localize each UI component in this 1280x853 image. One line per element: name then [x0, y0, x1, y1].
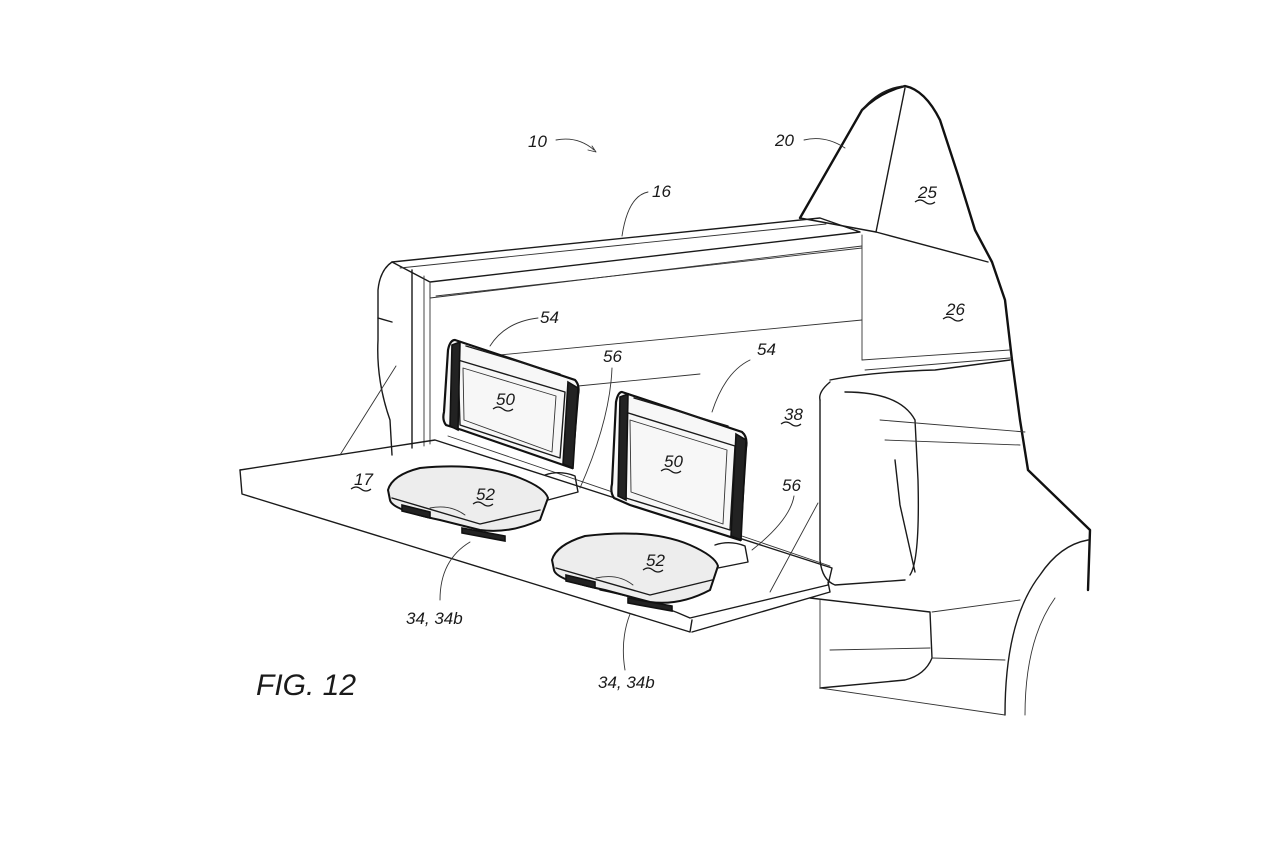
ref-34-34b-left: 34, 34b	[406, 609, 463, 628]
reference-numerals: 10 20 16 25 26 54 56 54 50 38 50 17 52 5…	[350, 131, 965, 692]
ref-10: 10	[528, 132, 547, 151]
truck-bed	[377, 217, 1011, 456]
ref-20: 20	[774, 131, 794, 150]
ref-25: 25	[917, 183, 937, 202]
ref-16: 16	[652, 182, 671, 201]
figure-label: FIG. 12	[256, 669, 356, 702]
ref-34-34b-right: 34, 34b	[598, 673, 655, 692]
ref-38: 38	[784, 405, 803, 424]
ref-50-right: 50	[664, 452, 683, 471]
ref-50-left: 50	[496, 390, 515, 409]
rear-quarter	[809, 359, 1089, 716]
ref-26: 26	[945, 300, 965, 319]
ref-56-left: 56	[603, 347, 622, 366]
ref-54-left: 54	[540, 308, 559, 327]
seat-right	[550, 390, 749, 612]
ref-17: 17	[354, 470, 373, 489]
leader-lines	[439, 138, 846, 671]
truck-cab	[798, 84, 1092, 592]
ref-52-left: 52	[476, 485, 495, 504]
ref-56-right: 56	[782, 476, 801, 495]
seat-left	[386, 338, 580, 542]
ref-52-right: 52	[646, 551, 665, 570]
ref-54-right: 54	[757, 340, 776, 359]
